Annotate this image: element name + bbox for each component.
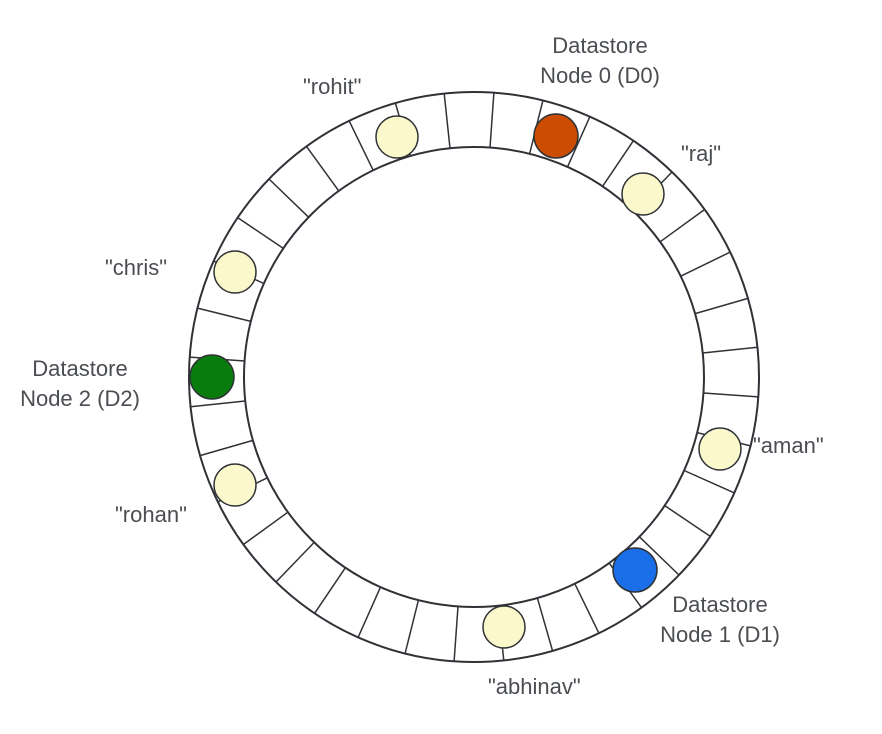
key-marker-raj <box>621 172 665 216</box>
datastore-node-0-label-line1: Datastore <box>552 33 648 58</box>
key-marker-rohit <box>375 115 419 159</box>
ring-slot-divider <box>536 597 554 652</box>
ring-slot-divider <box>197 307 251 323</box>
ring-slot-divider <box>242 511 289 546</box>
datastore-node-2-label-line1: Datastore <box>32 356 128 381</box>
datastore-node-0-label: Datastore Node 0 (D0) <box>520 31 680 91</box>
ring-slot-divider <box>305 145 340 192</box>
ring-slot-divider <box>664 504 711 538</box>
key-marker-chris <box>213 250 257 294</box>
ring-slot-divider <box>275 541 315 583</box>
ring-slot-divider <box>702 346 758 354</box>
datastore-node-2-marker <box>189 354 235 400</box>
key-label-rohan: "rohan" <box>115 502 187 527</box>
ring-slot-divider <box>199 439 254 457</box>
datastore-node-0-label-line2: Node 0 (D0) <box>540 63 660 88</box>
key-marker-abhinav <box>482 605 526 649</box>
datastore-node-1-label-line1: Datastore <box>672 592 768 617</box>
ring-slot-divider <box>489 92 495 148</box>
ring-slot-dividers <box>189 92 759 662</box>
datastore-node-2-label-line2: Node 2 (D2) <box>20 386 140 411</box>
ring-slot-divider <box>348 120 374 171</box>
ring-slot-divider <box>453 606 459 662</box>
ring-slot-divider <box>237 216 284 250</box>
hash-ring <box>188 91 760 663</box>
ring-slot-divider <box>601 140 635 187</box>
key-label-abhinav: "abhinav" <box>488 674 581 699</box>
key-label-rohit: "rohit" <box>303 74 362 99</box>
ring-slot-divider <box>638 536 680 576</box>
ring-slot-divider <box>694 297 749 315</box>
ring-slot-divider <box>659 208 706 243</box>
ring-slot-divider <box>404 600 420 654</box>
datastore-node-0-marker <box>533 113 579 159</box>
key-label-chris: "chris" <box>105 255 168 280</box>
ring-inner-edge <box>243 146 705 608</box>
ring-slot-divider <box>190 400 246 408</box>
key-label-aman: "aman" <box>753 433 824 458</box>
key-marker-rohan <box>213 463 257 507</box>
ring-slot-divider <box>680 251 731 277</box>
ring-slot-divider <box>574 583 600 634</box>
ring-slot-divider <box>683 469 735 494</box>
ring-slot-divider <box>357 586 382 638</box>
ring-slot-divider <box>566 116 591 168</box>
ring-outer-edge <box>188 91 760 663</box>
ring-slot-divider <box>313 567 347 614</box>
ring-slot-divider <box>703 392 759 398</box>
datastore-node-2-label: Datastore Node 2 (D2) <box>0 354 160 414</box>
datastore-node-1-label-line2: Node 1 (D1) <box>660 622 780 647</box>
ring-slot-divider <box>268 178 310 218</box>
datastore-node-1-marker <box>612 547 658 593</box>
datastore-node-1-label: Datastore Node 1 (D1) <box>640 590 800 650</box>
key-label-raj: "raj" <box>681 141 722 166</box>
ring-slot-divider <box>443 93 451 149</box>
key-marker-aman <box>698 427 742 471</box>
